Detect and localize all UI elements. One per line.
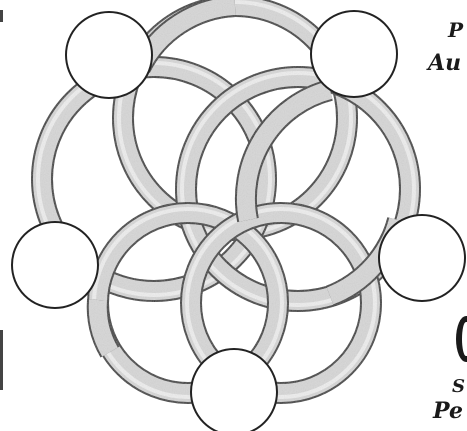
left-edge-mark xyxy=(0,330,3,390)
slot-bottom xyxy=(191,349,277,431)
left-edge-mark xyxy=(0,10,3,22)
edge-text-top-right-1: P xyxy=(448,20,463,40)
slot-left xyxy=(12,222,98,308)
edge-text-bottom-right-1: S xyxy=(452,378,465,396)
slot-top-right xyxy=(311,11,397,97)
slot-right xyxy=(379,215,465,301)
edge-text-bottom-right-2: Pe xyxy=(433,400,463,422)
slot-top-left xyxy=(66,12,152,98)
edge-text-top-right-2: Au xyxy=(428,52,461,74)
